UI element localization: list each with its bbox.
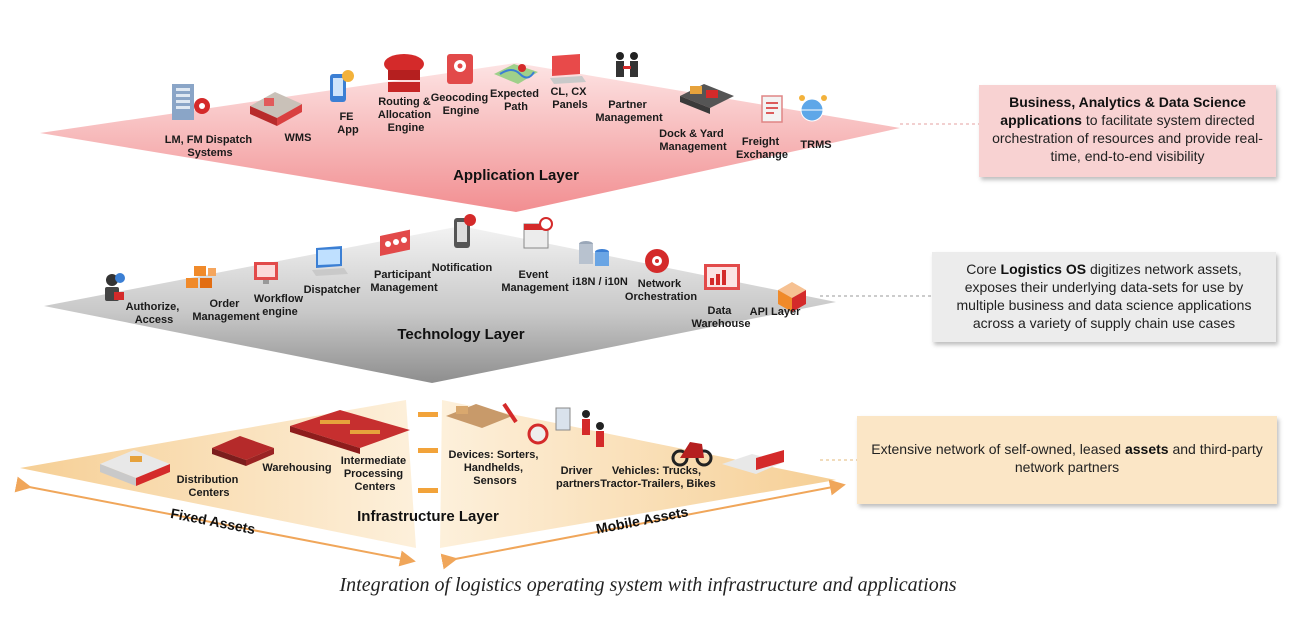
mobile-app-icon (330, 70, 354, 102)
infrastructure-callout-pre: Extensive network of self-owned, leased (871, 441, 1125, 457)
map-pin-icon (447, 54, 473, 84)
app-item-dock-yard: Dock & Yard Management (659, 128, 727, 153)
technology-layer-plane (44, 226, 836, 383)
user-lock-icon (105, 273, 125, 301)
infrastructure-divider-middle (418, 448, 438, 453)
app-item-cl-cx-panels: CL, CX Panels (550, 86, 589, 111)
globe-network-icon (799, 95, 827, 122)
tech-item-network-orchestration: Network Orchestration (625, 278, 697, 303)
figure-caption: Integration of logistics operating syste… (339, 574, 957, 596)
app-item-routing-allocation: Routing & Allocation Engine (378, 96, 434, 134)
loading-dock-icon (680, 84, 734, 114)
app-item-lm-fm-dispatch: LM, FM Dispatch Systems (165, 134, 255, 159)
tech-item-event-management: Event Management (501, 269, 569, 294)
monitor-workflow-icon (254, 262, 278, 284)
drivers-icon (555, 407, 604, 447)
application-layer: Application Layer (40, 52, 900, 212)
cube-icon (778, 282, 806, 312)
laptop-icon (550, 54, 586, 84)
tech-item-notification: Notification (432, 262, 493, 274)
laptop-dispatch-icon (312, 246, 348, 276)
infra-item-driver-partners: Driver partners (556, 465, 600, 490)
infrastructure-callout: Extensive network of self-owned, leased … (857, 416, 1277, 504)
app-item-geocoding: Geocoding Engine (431, 92, 492, 117)
route-map-icon (494, 64, 538, 84)
tech-item-dispatcher: Dispatcher (304, 284, 362, 296)
sorter-conveyor-icon (446, 402, 549, 445)
document-icon (761, 95, 783, 123)
application-layer-title: Application Layer (453, 167, 579, 184)
tech-item-participant-management: Participant Management (370, 269, 438, 294)
app-item-trms: TRMS (800, 139, 831, 151)
tech-item-order-management: Order Management (192, 298, 260, 323)
infrastructure-divider-bottom (418, 488, 438, 493)
application-callout: Business, Analytics & Data Science appli… (979, 85, 1276, 177)
network-gear-icon (645, 249, 669, 273)
boxes-icon (186, 266, 216, 288)
app-item-fe-app: FE App (337, 111, 359, 136)
fixed-assets-arrow (14, 476, 416, 567)
cloud-server-icon (384, 54, 424, 92)
infrastructure-divider-top (418, 412, 438, 417)
technology-callout: Core Logistics OS digitizes network asse… (932, 252, 1276, 342)
processing-center-icon (290, 410, 410, 454)
truck-bike-icon (671, 442, 784, 474)
application-callout-text: to facilitate system directed orchestrat… (992, 112, 1263, 164)
technology-layer-title: Technology Layer (397, 326, 524, 343)
database-cylinders-icon (579, 241, 609, 266)
infrastructure-callout-text: and third-party network partners (1014, 441, 1263, 475)
technology-callout-bold: Logistics OS (1000, 261, 1087, 277)
infra-item-vehicles: Vehicles: Trucks, Tractor-Trailers, Bike… (600, 465, 716, 490)
infra-item-warehousing: Warehousing (262, 462, 331, 474)
infrastructure-layer: Infrastructure Layer Distribution (14, 400, 846, 570)
tech-item-authorize-access: Authorize, Access (126, 301, 183, 326)
participants-icon (380, 229, 410, 256)
building-gear-icon (172, 84, 210, 120)
handshake-people-icon (616, 52, 638, 77)
tech-item-data-warehouse: Data Warehouse (692, 305, 751, 330)
infrastructure-layer-title: Infrastructure Layer (357, 508, 499, 525)
tech-item-api-layer: API Layer (750, 306, 801, 318)
warehouse-floorplan-icon (250, 92, 302, 126)
tech-item-i18n: i18N / i10N (572, 276, 628, 288)
infrastructure-callout-bold: assets (1124, 441, 1169, 457)
data-monitor-icon (704, 264, 740, 290)
app-item-freight-exchange: Freight Exchange (736, 136, 788, 161)
technology-callout-pre: Core (966, 261, 1001, 277)
tech-item-workflow-engine: Workflow engine (254, 293, 306, 318)
app-item-partner-management: Partner Management (595, 99, 663, 124)
technology-layer: Technology Layer (44, 214, 836, 383)
app-item-expected-path: Expected Path (490, 88, 542, 113)
application-callout-bold: Business, Analytics & Data Science appli… (1000, 94, 1246, 128)
warehouse-building-icon (212, 436, 274, 466)
mobile-assets-arrow (440, 479, 846, 570)
phone-bell-icon (454, 214, 476, 248)
calendar-clock-icon (523, 217, 553, 249)
app-item-wms: WMS (285, 132, 312, 144)
technology-callout-text: digitizes network assets, exposes their … (956, 261, 1252, 331)
